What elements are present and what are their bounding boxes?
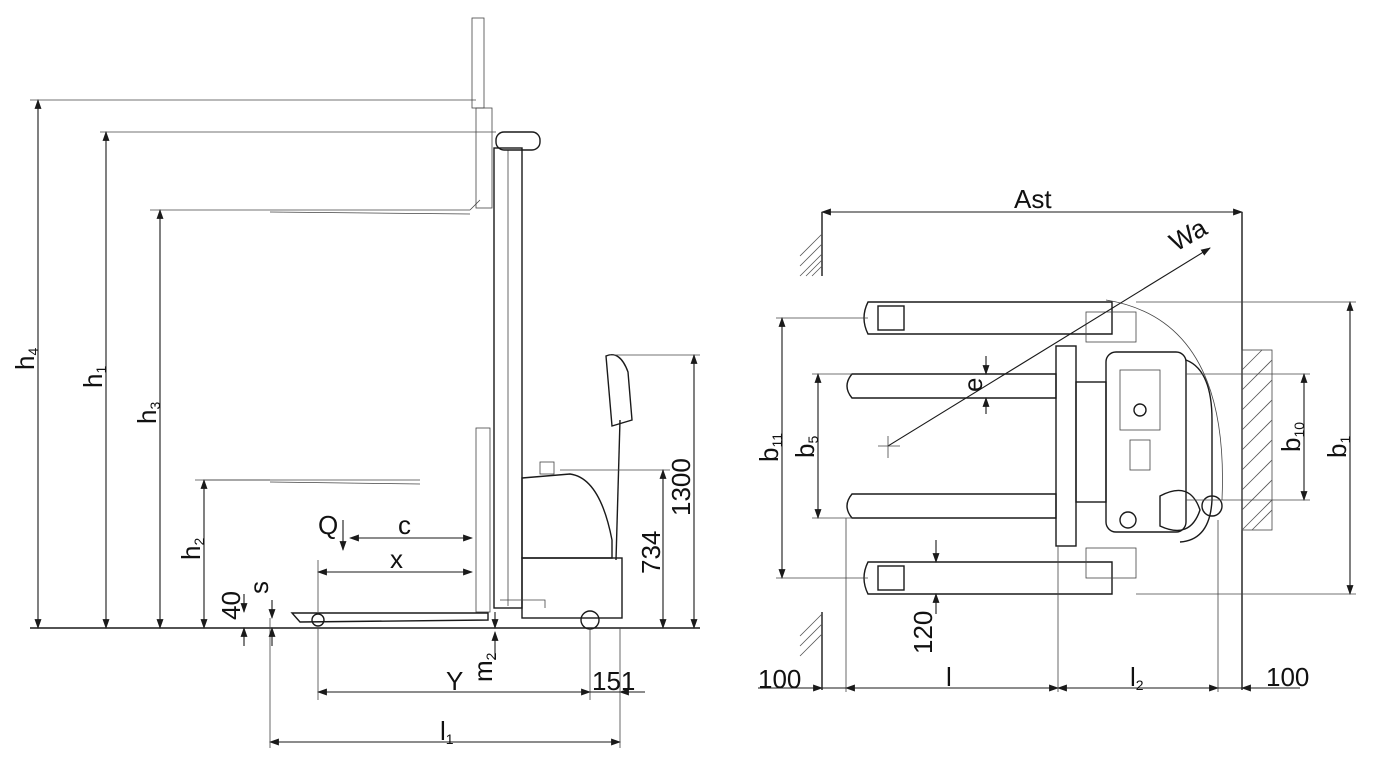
label-120: 120 [908,611,938,654]
label-x: x [390,544,403,574]
label-h2: h2 [176,538,207,560]
side-dimensions [34,99,698,746]
label-l2: l2 [1130,662,1144,693]
label-100-left: 100 [758,664,801,694]
label-h3: h3 [132,402,163,424]
label-ast: Ast [1014,184,1052,214]
label-1300: 1300 [666,458,696,516]
top-forks [846,301,1113,595]
label-734: 734 [636,531,666,574]
truck-body [500,461,623,630]
label-b10: b10 [1276,422,1307,452]
label-l1: l1 [440,716,454,747]
top-dimensions [758,208,1354,692]
top-extension-lines [776,301,1356,692]
side-labels: h4 h1 h3 h2 40 s Q c x Y m2 151 l1 734 1… [10,348,696,747]
label-y: Y [446,666,463,696]
side-view: h4 h1 h3 h2 40 s Q c x Y m2 151 l1 734 1… [10,17,700,748]
label-b5: b5 [790,436,821,458]
label-m2: m2 [468,652,499,682]
tiller [605,354,633,561]
label-b1: b1 [1322,436,1353,458]
label-s: s [244,581,274,594]
top-chassis [1055,311,1223,579]
mast [471,17,541,613]
label-h1: h1 [78,366,109,388]
label-100-right: 100 [1266,662,1309,692]
label-e: e [958,378,988,392]
label-h4: h4 [10,348,41,370]
top-view: Ast Wa e b11 b5 b10 b1 120 100 l l2 100 [754,184,1356,694]
label-40: 40 [216,591,246,620]
extension-lines [30,99,700,748]
label-b11: b11 [754,433,785,462]
label-151: 151 [592,666,635,696]
top-labels: Ast Wa e b11 b5 b10 b1 120 100 l l2 100 [754,184,1353,694]
label-q: Q [318,510,338,540]
turning-radius [878,247,1223,501]
label-c: c [398,510,411,540]
forks [205,199,489,627]
aisle-walls [799,212,1273,690]
label-l: l [946,662,952,692]
